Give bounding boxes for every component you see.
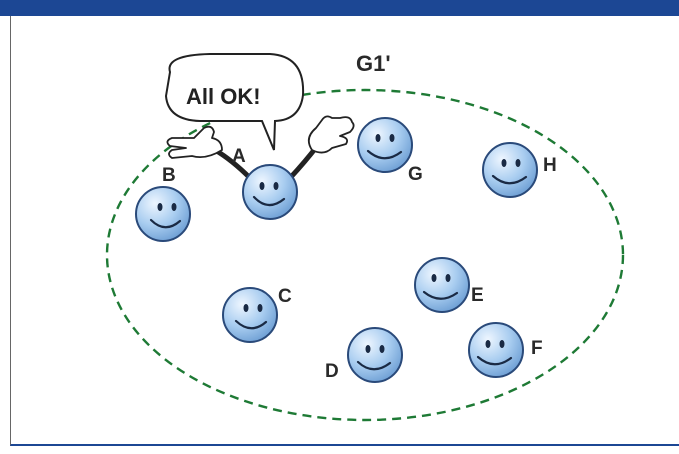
- node-h-face: [482, 142, 538, 198]
- node-b-face: [135, 186, 191, 242]
- node-h-label: H: [543, 155, 557, 176]
- group-label: G1': [356, 51, 391, 76]
- group-boundary: [105, 88, 625, 422]
- node-d-label: D: [325, 361, 339, 382]
- left-glove-icon: [166, 125, 223, 159]
- node-f-face: [468, 322, 524, 378]
- node-f-label: F: [531, 338, 543, 359]
- node-g-face: [357, 117, 413, 173]
- node-e-face: [414, 257, 470, 313]
- speech-bubble-text: All OK!: [186, 84, 261, 109]
- node-c-label: C: [278, 286, 292, 307]
- node-e-label: E: [471, 285, 484, 306]
- right-glove-icon: [307, 115, 355, 154]
- node-b-label: B: [162, 165, 176, 186]
- node-d-face: [347, 327, 403, 383]
- node-a-face: [242, 164, 298, 220]
- speech-bubble: [164, 53, 305, 151]
- node-g-label: G: [408, 164, 423, 185]
- top-bar: [0, 0, 679, 16]
- node-c-face: [222, 287, 278, 343]
- figure-frame: [10, 16, 679, 446]
- node-a-label: A: [232, 146, 246, 167]
